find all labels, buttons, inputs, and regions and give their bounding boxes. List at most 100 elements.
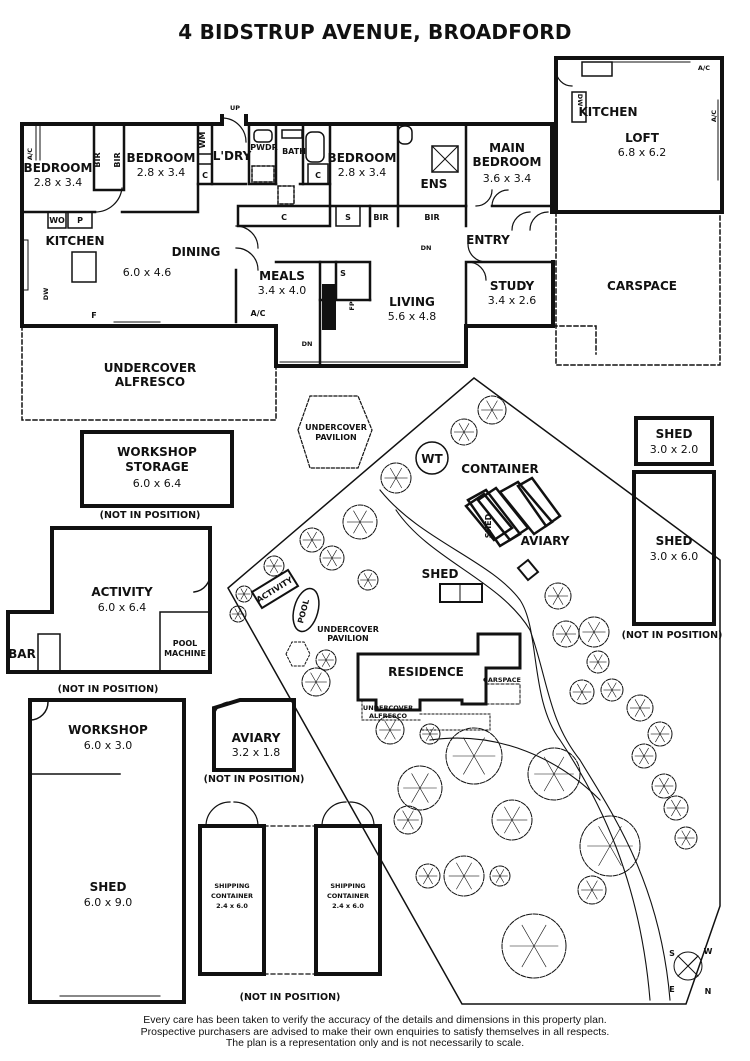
tree-icon <box>631 743 657 769</box>
aviary-label: AVIARY <box>232 731 281 745</box>
site-container-label: CONTAINER <box>461 462 539 476</box>
container1-label1: SHIPPING <box>214 882 249 890</box>
not-in-position-5: (NOT IN POSITION) <box>622 630 723 641</box>
loft-kitchen-label: KITCHEN <box>578 105 637 119</box>
shed-med-dims: 3.0 x 6.0 <box>650 550 699 563</box>
site-alfresco-label2: ALFRESCO <box>369 712 408 720</box>
disclaimer-line-3: The plan is a representation only and is… <box>225 1037 525 1049</box>
tree-icon <box>315 649 337 671</box>
site-shed-label: SHED <box>484 513 493 538</box>
study-dims: 3.4 x 2.6 <box>488 294 537 307</box>
main-bedroom-dims: 3.6 x 3.4 <box>483 172 532 185</box>
pavilion-outline <box>297 395 373 469</box>
ac-label-1: A/C <box>251 309 266 318</box>
laundry-label: L'DRY <box>213 149 252 163</box>
powder-label: PWDR <box>250 143 278 152</box>
water-tank <box>415 441 449 475</box>
pool-machine-label2: MACHINE <box>164 649 206 658</box>
tree-icon <box>489 865 511 887</box>
bir-label-4: BIR <box>424 213 439 222</box>
not-in-position-4: (NOT IN POSITION) <box>240 992 341 1003</box>
site-aviary-label: AVIARY <box>521 534 570 548</box>
container2-outline <box>314 824 382 976</box>
container2-label1: SHIPPING <box>330 882 365 890</box>
shed-small-outline <box>634 416 714 466</box>
bedroom3-dims: 2.8 x 3.4 <box>338 166 387 179</box>
tree-icon <box>397 765 443 811</box>
pavilion-label2: PAVILION <box>315 433 357 442</box>
disclaimer-line-1: Every care has been taken to verify the … <box>143 1014 607 1026</box>
tree-icon <box>579 815 641 877</box>
workshop-shed-outline <box>28 698 186 1004</box>
activity-label: ACTIVITY <box>91 585 153 599</box>
aviary-dims: 3.2 x 1.8 <box>232 746 281 759</box>
bedroom2-dims: 2.8 x 3.4 <box>137 166 186 179</box>
cupboard-label-2: C <box>315 171 321 180</box>
tree-icon <box>651 773 677 799</box>
disclaimer: Every care has been taken to verify the … <box>0 1014 750 1050</box>
site-shed2-label: SHED <box>422 567 459 581</box>
site-residence-label: RESIDENCE <box>388 665 464 679</box>
bedroom1-dims: 2.8 x 3.4 <box>34 176 83 189</box>
workshop-dims: 6.0 x 3.0 <box>84 739 133 752</box>
living-label: LIVING <box>389 295 435 309</box>
tree-icon <box>578 616 610 648</box>
carspace-label: CARSPACE <box>607 279 677 293</box>
dining-label: DINING <box>172 245 221 259</box>
tree-icon <box>443 855 485 897</box>
site-wt-label: WT <box>421 452 443 466</box>
activity-outline <box>6 526 212 674</box>
tree-icon <box>663 795 689 821</box>
site-pool <box>292 587 320 633</box>
tree-icon <box>477 395 507 425</box>
tree-icon <box>501 913 567 979</box>
dishwasher-label: DW <box>42 288 50 301</box>
main-bedroom-label2: BEDROOM <box>473 155 542 169</box>
stair-down-label-1: DN <box>421 244 432 252</box>
workshop-storage-label2: STORAGE <box>125 460 189 474</box>
aviary-outline <box>212 698 296 772</box>
tree-icon <box>527 747 581 801</box>
fridge-label: F <box>91 311 96 320</box>
tree-icon <box>450 418 478 446</box>
disclaimer-line-2: Prospective purchasers are advised to ma… <box>140 1025 610 1038</box>
pool-machine-label1: POOL <box>173 639 198 648</box>
compass-e: E <box>669 985 674 994</box>
tree-icon <box>375 715 405 745</box>
kitchen-label: KITCHEN <box>45 234 104 248</box>
shed-small-label: SHED <box>656 427 693 441</box>
tree-icon <box>235 585 253 603</box>
study-label: STUDY <box>490 279 535 293</box>
workshop-storage-outline <box>80 430 234 508</box>
tree-icon <box>600 678 624 702</box>
tree-icon <box>229 605 247 623</box>
fireplace-icon <box>322 284 336 330</box>
site-pavilion-label2: PAVILION <box>327 634 369 643</box>
site-alfresco-label1: UNDERCOVER <box>363 704 413 712</box>
tree-icon <box>544 582 572 610</box>
tree-icon <box>569 679 595 705</box>
ac-label-4: A/C <box>710 110 718 122</box>
tree-icon <box>301 667 331 697</box>
compass-s: S <box>669 949 675 958</box>
bath-label: BATH <box>282 147 306 156</box>
loft-dw-label: DW <box>576 94 584 107</box>
not-in-position-3: (NOT IN POSITION) <box>204 774 305 785</box>
cupboard-label-3: C <box>281 213 287 222</box>
loft-label: LOFT <box>625 131 660 145</box>
tree-icon <box>380 462 412 494</box>
tree-icon <box>342 504 378 540</box>
site-pool-label: POOL <box>296 598 311 624</box>
bedroom3-label: BEDROOM <box>328 151 397 165</box>
main-bedroom-label1: MAIN <box>489 141 525 155</box>
loft-dims: 6.8 x 6.2 <box>618 146 667 159</box>
living-dims: 5.6 x 4.8 <box>388 310 437 323</box>
tree-icon <box>319 545 345 571</box>
pantry-label: P <box>77 216 83 225</box>
site-residence <box>356 632 522 712</box>
container2-dims: 2.4 x 6.0 <box>332 902 364 910</box>
ac-label-2: A/C <box>26 148 34 160</box>
tree-icon <box>263 555 285 577</box>
site-pavilion-label1: UNDERCOVER <box>317 625 379 634</box>
